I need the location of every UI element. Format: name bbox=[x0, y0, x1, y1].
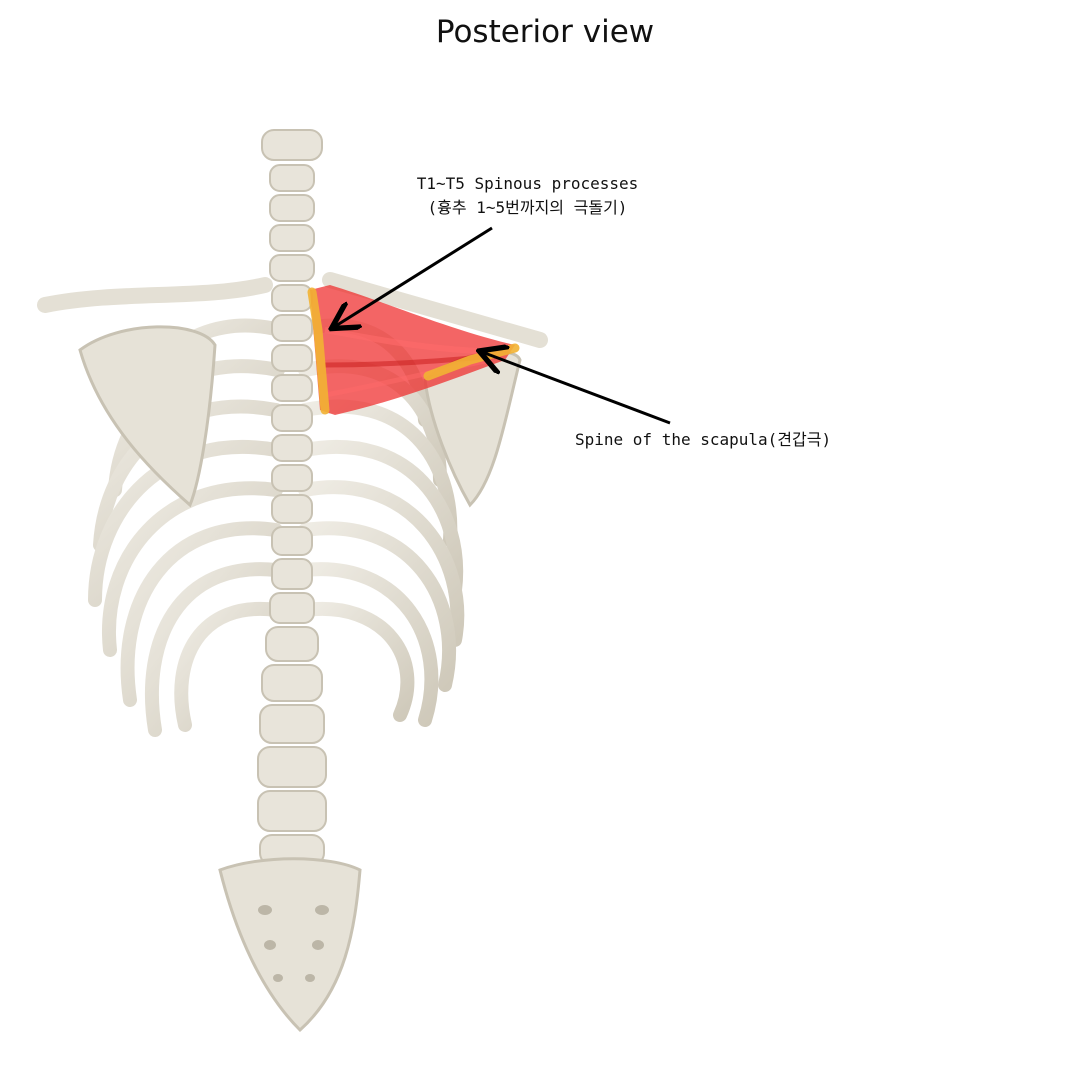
sacral-foramina bbox=[258, 905, 329, 982]
sacrum bbox=[218, 857, 362, 1033]
arrow-icon bbox=[482, 352, 671, 425]
right-clavicle bbox=[322, 272, 548, 348]
vertebral-column bbox=[257, 129, 327, 866]
origin-label-line1: T1~T5 Spinous processes bbox=[416, 174, 639, 193]
insertion-label: Spine of the scapula(견갑극) bbox=[575, 430, 832, 449]
left-clavicle bbox=[37, 277, 273, 313]
arrow-icon bbox=[334, 226, 493, 327]
page-title: Posterior view bbox=[435, 14, 655, 50]
origin-label: T1~T5 Spinous processes (흉추 1~5번까지의 극돌기) bbox=[395, 172, 660, 220]
left-scapula bbox=[78, 325, 217, 508]
origin-label-line2: (흉추 1~5번까지의 극돌기) bbox=[427, 198, 628, 217]
origin-attachment-line bbox=[307, 287, 330, 415]
